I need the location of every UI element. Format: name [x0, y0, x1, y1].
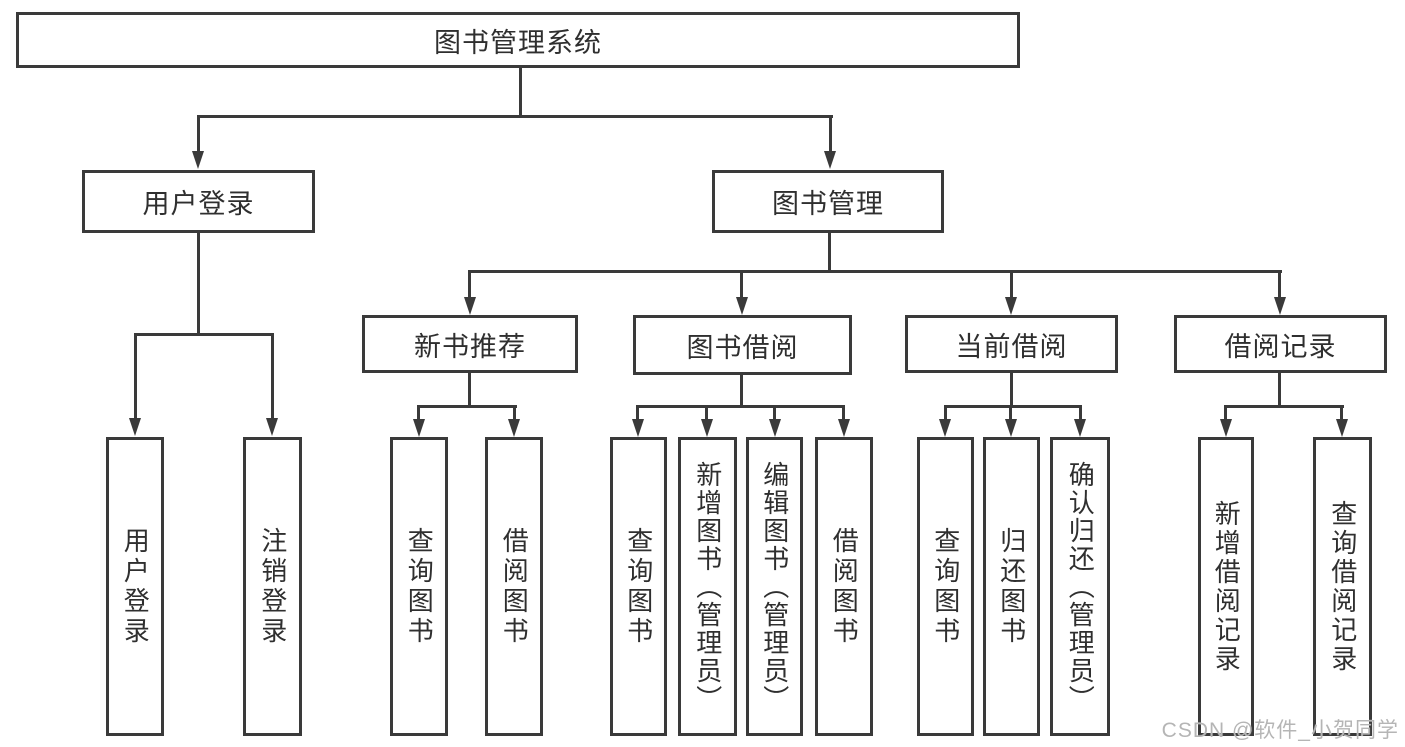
node-label: 确认归还（管理员） — [1065, 460, 1096, 713]
node-label: 查询图书 — [404, 526, 435, 647]
connector-stem — [1224, 405, 1227, 421]
arrowhead-icon — [701, 419, 713, 437]
arrowhead-icon — [1074, 419, 1086, 437]
leaf-records-query-record: 查询借阅记录 — [1313, 437, 1372, 736]
connector-stem — [1079, 405, 1082, 421]
arrowhead-icon — [1005, 297, 1017, 315]
node-borrowing-records: 借阅记录 — [1174, 315, 1387, 373]
arrowhead-icon — [413, 419, 425, 437]
arrowhead-icon — [464, 297, 476, 315]
node-label: 借阅图书 — [829, 526, 860, 647]
leaf-borrowing-borrow-books: 借阅图书 — [815, 437, 873, 736]
node-label: 图书管理 — [772, 189, 884, 219]
node-label: 编辑图书（管理员） — [759, 460, 790, 713]
leaf-records-add-record: 新增借阅记录 — [1198, 437, 1254, 736]
connector-root-drop — [519, 68, 522, 118]
node-label: 用户登录 — [142, 189, 255, 219]
connector-stem-current-borrowing — [1010, 270, 1013, 298]
arrowhead-icon — [508, 419, 520, 437]
node-label: 注销登录 — [257, 526, 288, 647]
connector-stem — [842, 405, 845, 421]
connector-records-branch — [1224, 405, 1344, 408]
connector-stem — [705, 405, 708, 421]
connector-root-branch — [197, 115, 833, 118]
leaf-current-return-books: 归还图书 — [983, 437, 1040, 736]
arrowhead-icon — [266, 418, 278, 436]
leaf-user-login: 用户登录 — [106, 437, 164, 736]
node-label: 查询图书 — [930, 526, 961, 647]
connector-borrowing-drop — [740, 375, 743, 408]
connector-stem — [636, 405, 639, 421]
arrowhead-icon — [192, 151, 204, 169]
connector-current-branch — [944, 405, 1082, 408]
connector-stem — [513, 405, 516, 421]
leaf-logout: 注销登录 — [243, 437, 302, 736]
node-label: 当前借阅 — [955, 331, 1068, 362]
connector-records-drop — [1278, 373, 1281, 408]
node-label: 新增借阅记录 — [1211, 499, 1242, 674]
leaf-recommend-borrow-books: 借阅图书 — [485, 437, 543, 736]
connector-current-drop — [1010, 373, 1013, 408]
arrowhead-icon — [1005, 419, 1017, 437]
connector-stem-book-borrowing — [740, 270, 743, 298]
arrowhead-icon — [736, 297, 748, 315]
arrowhead-icon — [1274, 297, 1286, 315]
arrowhead-icon — [939, 419, 951, 437]
connector-borrowing-branch — [636, 405, 845, 408]
connector-stem — [944, 405, 947, 421]
connector-stem — [417, 405, 420, 421]
connector-stem-user-login — [197, 115, 200, 153]
node-label: 归还图书 — [996, 526, 1027, 647]
arrowhead-icon — [769, 419, 781, 437]
node-current-borrowing: 当前借阅 — [905, 315, 1118, 373]
connector-stem-new-book-recommend — [468, 270, 471, 298]
leaf-recommend-query-books: 查询图书 — [390, 437, 448, 736]
node-label: 图书管理系统 — [434, 27, 602, 58]
node-label: 借阅图书 — [499, 526, 530, 647]
connector-user-login-drop — [197, 233, 200, 336]
connector-stem — [1340, 405, 1343, 421]
arrowhead-icon — [1336, 419, 1348, 437]
arrowhead-icon — [1220, 419, 1232, 437]
connector-user-login-branch — [134, 333, 274, 336]
node-label: 用户登录 — [120, 526, 151, 647]
connector-stem — [773, 405, 776, 421]
node-label: 新书推荐 — [414, 331, 526, 362]
node-label: 查询图书 — [623, 526, 654, 647]
connector-stem — [1009, 405, 1012, 421]
node-new-book-recommend: 新书推荐 — [362, 315, 578, 373]
node-book-management: 图书管理 — [712, 170, 944, 233]
connector-book-management-branch — [468, 270, 1282, 273]
leaf-borrowing-add-books-admin: 新增图书（管理员） — [678, 437, 737, 736]
connector-book-management-drop — [828, 233, 831, 273]
leaf-current-confirm-return-admin: 确认归还（管理员） — [1050, 437, 1110, 736]
leaf-borrowing-edit-books-admin: 编辑图书（管理员） — [746, 437, 803, 736]
arrowhead-icon — [838, 419, 850, 437]
node-label: 新增图书（管理员） — [692, 460, 723, 713]
arrowhead-icon — [632, 419, 644, 437]
node-label: 图书借阅 — [686, 332, 799, 363]
csdn-watermark: CSDN @软件_小贺同学 — [1161, 719, 1399, 742]
leaf-borrowing-query-books: 查询图书 — [610, 437, 667, 736]
connector-stem-borrowing-records — [1278, 270, 1281, 298]
node-label: 查询借阅记录 — [1327, 499, 1358, 674]
connector-recommend-branch — [418, 405, 517, 408]
node-user-login: 用户登录 — [82, 170, 315, 233]
connector-recommend-drop — [468, 373, 471, 408]
connector-stem-leaf-user-login — [134, 333, 137, 419]
arrowhead-icon — [129, 418, 141, 436]
node-label: 借阅记录 — [1224, 331, 1337, 362]
connector-stem-book-management — [829, 115, 832, 153]
node-book-borrowing: 图书借阅 — [633, 315, 852, 375]
arrowhead-icon — [824, 151, 836, 169]
connector-stem-leaf-logout — [271, 333, 274, 419]
node-library-management-system: 图书管理系统 — [16, 12, 1020, 68]
leaf-current-query-books: 查询图书 — [917, 437, 974, 736]
